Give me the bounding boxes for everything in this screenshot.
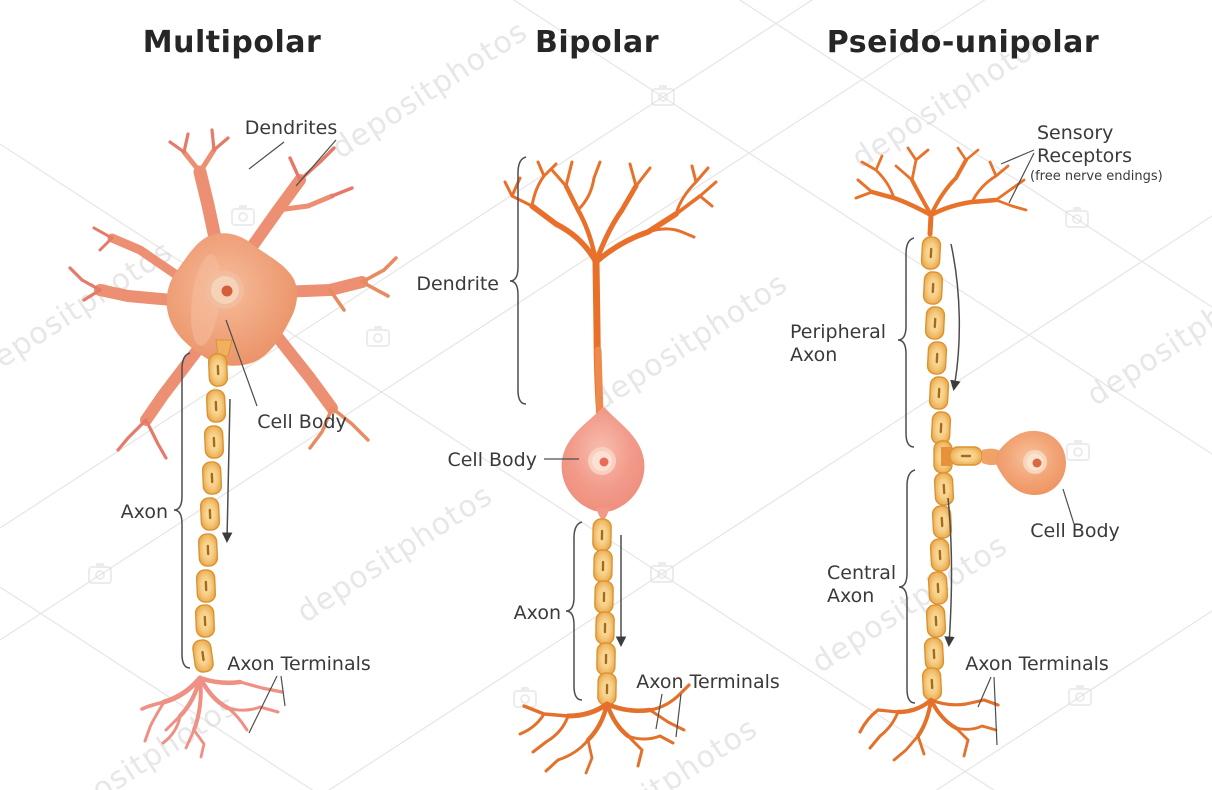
multipolar-title: Multipolar <box>143 25 322 60</box>
sensory-receptors-label-line2: Receptors <box>1037 145 1132 167</box>
bipolar-axon-label: Axon <box>514 602 561 624</box>
multipolar-dendrites-label: Dendrites <box>245 117 338 139</box>
camera-icon <box>1066 439 1090 461</box>
dendrites-pointer-line <box>248 141 285 170</box>
multipolar-axon-terminals-label: Axon Terminals <box>227 653 371 675</box>
bipolar-axon-hillock <box>596 508 610 521</box>
cell-body-pointer-line <box>1062 488 1075 525</box>
multipolar-axon-label: Axon <box>121 501 168 523</box>
pseudo-receptor-tree <box>854 146 1028 237</box>
bipolar-dendrite-label: Dendrite <box>416 273 499 295</box>
axon-direction-arrow <box>221 398 233 543</box>
pseudo-unipolar-title: Pseido-unipolar <box>827 25 1099 60</box>
pseudo-nucleus <box>1023 450 1047 474</box>
dendrites-pointer-line <box>295 139 337 187</box>
bipolar-cell-body-label: Cell Body <box>447 449 537 471</box>
axon-brace <box>565 521 583 701</box>
axon-terminals-pointer-line <box>675 693 682 738</box>
watermark-text: depositphotos <box>556 711 764 790</box>
junction-segment <box>948 445 984 467</box>
watermark-text: depositphotos <box>36 688 244 790</box>
camera-icon <box>513 686 537 708</box>
central-axon-label-line1: Central <box>827 562 896 584</box>
dendrite-brace <box>509 156 527 405</box>
pseudo-cell-body-label: Cell Body <box>1030 520 1120 542</box>
multipolar-nucleus <box>206 271 244 309</box>
free-nerve-endings-note: (free nerve endings) <box>1030 169 1163 184</box>
central-axon-brace <box>898 469 916 704</box>
watermark-text: depositphotos <box>1081 261 1212 413</box>
camera-icon <box>366 325 390 347</box>
axon-brace <box>173 352 191 669</box>
sensory-receptors-label-line1: Sensory <box>1037 122 1113 144</box>
multipolar-axon <box>190 352 229 675</box>
axon-terminals-pointer-line <box>977 676 992 708</box>
cell-body-pointer-line <box>225 319 258 407</box>
bipolar-neuron: Dendrite Cell Body Axon Axon Terminals <box>416 156 780 775</box>
watermark-text: depositphotos <box>586 266 794 418</box>
bipolar-axon-terminals-label: Axon Terminals <box>636 671 780 693</box>
pseudo-axon-terminals-label: Axon Terminals <box>965 653 1109 675</box>
peripheral-axon-label-line1: Peripheral <box>790 321 886 343</box>
bipolar-dendrite-tree <box>503 160 718 422</box>
bipolar-axon <box>591 517 618 707</box>
peripheral-axon-label-line2: Axon <box>790 344 837 366</box>
axon-terminals-pointer-line <box>280 675 286 707</box>
bipolar-axon-terminals <box>518 683 691 775</box>
axon-terminals-pointer-line <box>655 693 663 730</box>
watermark-text: depositphotos <box>291 478 499 630</box>
multipolar-axon-terminals <box>140 675 284 759</box>
watermark-text: depositphotos <box>326 14 534 166</box>
axon-junction <box>941 447 951 466</box>
sensory-pointer-line <box>1000 149 1035 165</box>
bipolar-nucleus <box>588 447 616 475</box>
sensory-pointer-line <box>1008 152 1035 204</box>
axon-terminals-pointer-line <box>993 676 998 746</box>
axon-hillock <box>215 339 233 357</box>
camera-icon <box>231 204 255 226</box>
pseudo-peripheral-axon <box>919 235 954 475</box>
peripheral-axon-brace <box>897 237 915 448</box>
pseudo-axon-terminals <box>858 697 1000 762</box>
central-axon-label-line2: Axon <box>827 585 874 607</box>
bipolar-title: Bipolar <box>535 25 659 60</box>
central-axon-arrow <box>944 497 955 647</box>
pseudo-unipolar-neuron: Sensory Receptors (free nerve endings) P… <box>790 122 1163 762</box>
multipolar-neuron: Dendrites Cell Body Axon Axon Terminals <box>68 117 398 759</box>
peripheral-axon-arrow <box>950 243 961 391</box>
multipolar-cell-body-label: Cell Body <box>257 411 347 433</box>
axon-terminals-pointer-line <box>248 675 278 734</box>
